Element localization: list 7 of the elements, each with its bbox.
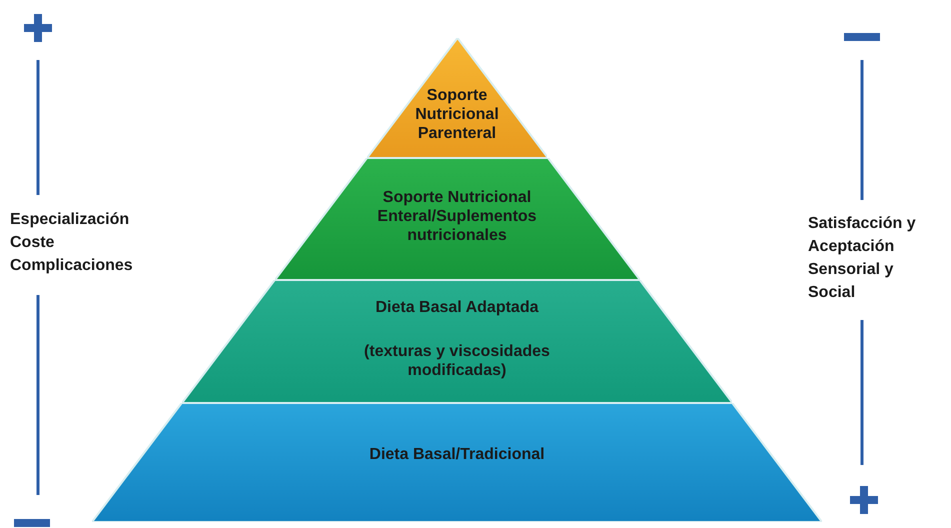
scale-label: Especialización Coste Complicaciones [10, 210, 134, 276]
tier-label: Dieta Basal/Tradicional [368, 445, 546, 464]
scale-label: Satisfacción y Aceptación Sensorial y Social [808, 214, 917, 303]
tier-label: Dieta Basal Adaptada [374, 298, 540, 317]
tier-label: Soporte Nutricional Parenteral [414, 86, 500, 143]
tier-label: (texturas y viscosidades modificadas) [363, 342, 551, 380]
tier-label: Soporte Nutricional Enteral/Suplementos nutricionales [376, 188, 538, 245]
